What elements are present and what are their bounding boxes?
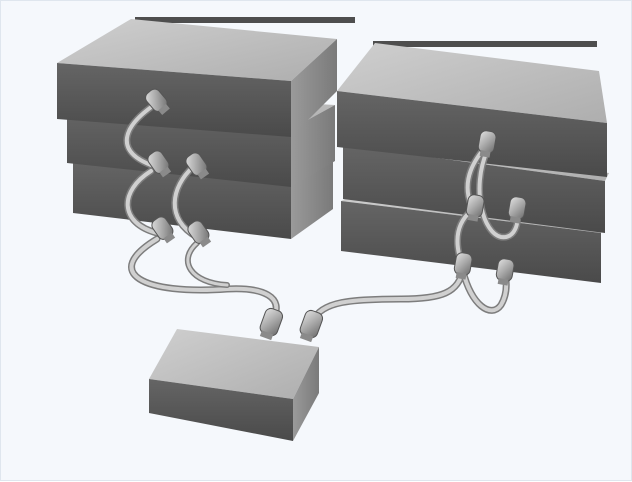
connector-icon (299, 309, 324, 343)
rack-rail (373, 41, 597, 47)
server-unit-icon (57, 19, 337, 137)
connector-icon (145, 88, 170, 115)
connector-icon (465, 194, 485, 222)
connector-icon (185, 152, 210, 180)
connector-icon (477, 130, 497, 158)
connector-icon (147, 150, 172, 178)
left-server-stack (57, 17, 355, 239)
connector-icon (453, 252, 473, 280)
connector-icon (187, 220, 212, 248)
connector-icon (259, 307, 284, 341)
connector-icon (495, 258, 515, 286)
connector-group (145, 88, 527, 343)
network-switch-icon (149, 329, 319, 441)
connector-icon (151, 216, 176, 244)
rack-rail (135, 17, 355, 23)
server-unit-icon (337, 43, 607, 177)
connector-icon (507, 196, 527, 224)
